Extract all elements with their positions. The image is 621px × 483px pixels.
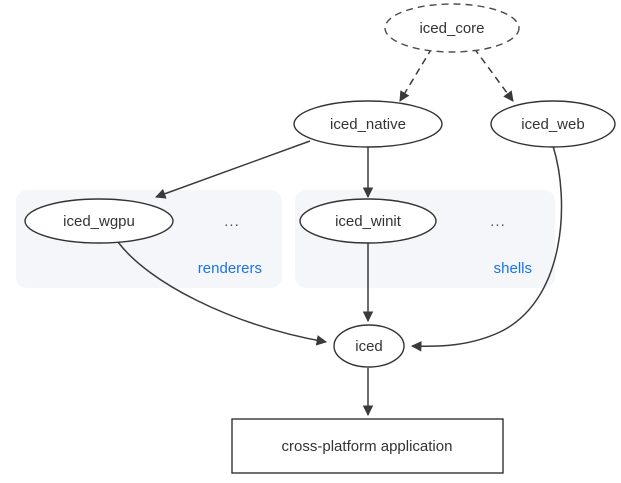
node-iced-native-shape[interactable] xyxy=(293,100,443,148)
node-iced-native[interactable]: iced_native xyxy=(293,100,443,148)
edge-iced-wgpu-to-iced xyxy=(117,241,328,346)
node-iced-native-label: iced_native xyxy=(330,116,406,133)
node-iced-winit-label: iced_winit xyxy=(335,213,402,230)
node-iced-wgpu[interactable]: iced_wgpu xyxy=(24,198,174,244)
cluster-shells-label: shells xyxy=(494,260,532,277)
cluster-shells-ellipsis: ... xyxy=(490,213,506,230)
node-iced-winit-shape[interactable] xyxy=(299,198,437,244)
node-iced-web-shape[interactable] xyxy=(490,100,616,148)
node-iced-wgpu-label: iced_wgpu xyxy=(63,213,135,230)
node-iced-web-label: iced_web xyxy=(521,116,584,133)
node-iced-core-label: iced_core xyxy=(419,20,484,37)
cluster-renderers-ellipsis: ... xyxy=(224,213,240,230)
node-application-label: cross-platform application xyxy=(282,438,453,455)
node-iced-shape[interactable] xyxy=(333,324,405,368)
node-cross-platform-application[interactable]: cross-platform application xyxy=(231,418,504,474)
node-iced-web[interactable]: iced_web xyxy=(490,100,616,148)
edge-iced-native-to-iced-wgpu xyxy=(155,140,311,199)
node-iced-winit[interactable]: iced_winit xyxy=(299,198,437,244)
edge-iced-core-to-iced-web xyxy=(473,47,514,102)
node-iced-core-shape[interactable] xyxy=(384,3,520,53)
node-iced-wgpu-shape[interactable] xyxy=(24,198,174,244)
edge-iced-web-to-iced xyxy=(410,145,563,352)
edge-iced-core-to-iced-native xyxy=(399,47,433,102)
node-application-shape[interactable] xyxy=(231,418,504,474)
node-iced-core[interactable]: iced_core xyxy=(384,3,520,53)
node-iced[interactable]: iced xyxy=(333,324,405,368)
node-iced-label: iced xyxy=(355,338,383,355)
cluster-renderers-label: renderers xyxy=(198,260,262,277)
